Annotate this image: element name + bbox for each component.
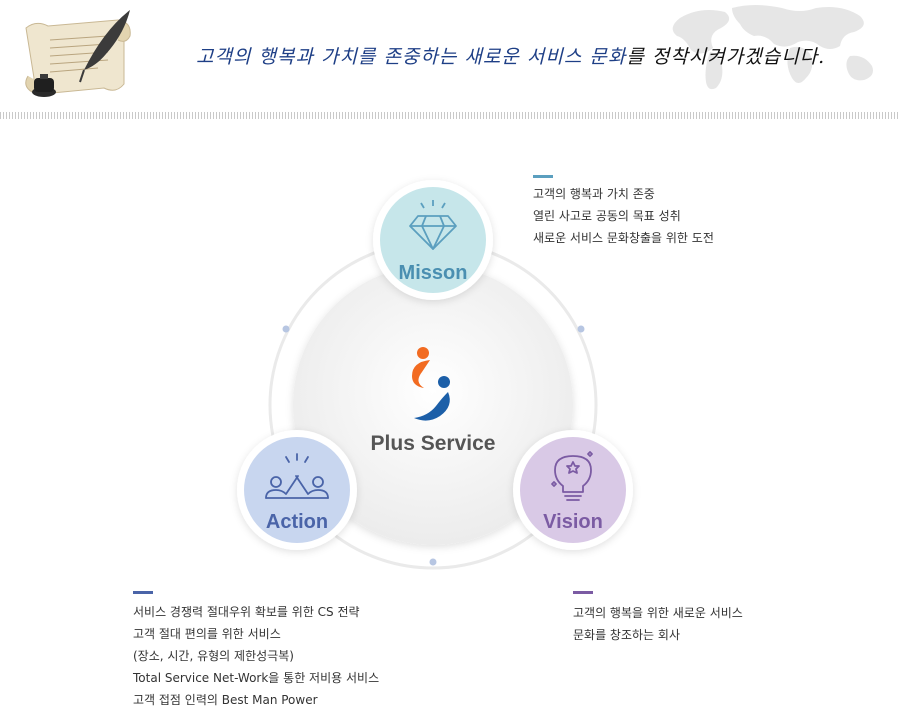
mission-description: 고객의 행복과 가치 존중 열린 사고로 공동의 목표 성취 새로운 서비스 문… bbox=[533, 183, 714, 249]
high-five-icon bbox=[265, 453, 329, 499]
mission-line: 새로운 서비스 문화창출을 위한 도전 bbox=[533, 231, 714, 245]
vision-line: 문화를 창조하는 회사 bbox=[573, 628, 680, 642]
action-description: 서비스 경쟁력 절대우위 확보를 위한 CS 전략 고객 절대 편의를 위한 서… bbox=[133, 601, 379, 711]
mission-circle[interactable] bbox=[380, 187, 486, 293]
divider bbox=[0, 112, 900, 119]
mission-accent-bar bbox=[533, 175, 553, 178]
center-label: Plus Service bbox=[371, 432, 496, 455]
slogan: 고객의 행복과 가치를 존중하는 새로운 서비스 문화를 정착시켜가겠습니다. bbox=[196, 42, 825, 69]
action-circle[interactable] bbox=[244, 437, 350, 543]
action-accent-bar bbox=[133, 591, 153, 594]
page-header: 고객의 행복과 가치를 존중하는 새로운 서비스 문화를 정착시켜가겠습니다. bbox=[0, 0, 900, 112]
action-line: 서비스 경쟁력 절대우위 확보를 위한 CS 전략 bbox=[133, 605, 360, 619]
world-map-icon bbox=[672, 5, 873, 90]
ring-dot-right bbox=[577, 325, 585, 333]
vision-line: 고객의 행복을 위한 새로운 서비스 bbox=[573, 606, 743, 620]
lightbulb-star-icon bbox=[551, 451, 593, 501]
slogan-end: 를 정착시켜가겠습니다. bbox=[626, 46, 826, 68]
mission-line: 고객의 행복과 가치 존중 bbox=[533, 187, 655, 201]
diamond-icon bbox=[409, 200, 457, 250]
vision-accent-bar bbox=[573, 591, 593, 594]
vision-description: 고객의 행복을 위한 새로운 서비스 문화를 창조하는 회사 bbox=[573, 602, 743, 646]
quill-parchment-icon bbox=[25, 10, 131, 97]
vision-label: Vision bbox=[543, 511, 603, 533]
action-line: 고객 절대 편의를 위한 서비스 bbox=[133, 627, 281, 641]
center-circle bbox=[293, 265, 573, 545]
action-line: 고객 접점 인력의 Best Man Power bbox=[133, 693, 318, 707]
mission-label: Misson bbox=[399, 262, 468, 284]
vision-circle[interactable] bbox=[520, 437, 626, 543]
ring-dot-bottom bbox=[429, 558, 437, 566]
action-line: (장소, 시간, 유형의 제한성극복) bbox=[133, 649, 294, 663]
slogan-main: 고객의 행복과 가치를 존중하는 새로운 서비스 문화 bbox=[196, 46, 627, 68]
action-line: Total Service Net-Work을 통한 저비용 서비스 bbox=[133, 671, 380, 685]
mission-line: 열린 사고로 공동의 목표 성취 bbox=[533, 209, 681, 223]
plus-service-logo bbox=[412, 347, 450, 421]
ring-dot-left bbox=[282, 325, 290, 333]
action-label: Action bbox=[266, 511, 328, 533]
